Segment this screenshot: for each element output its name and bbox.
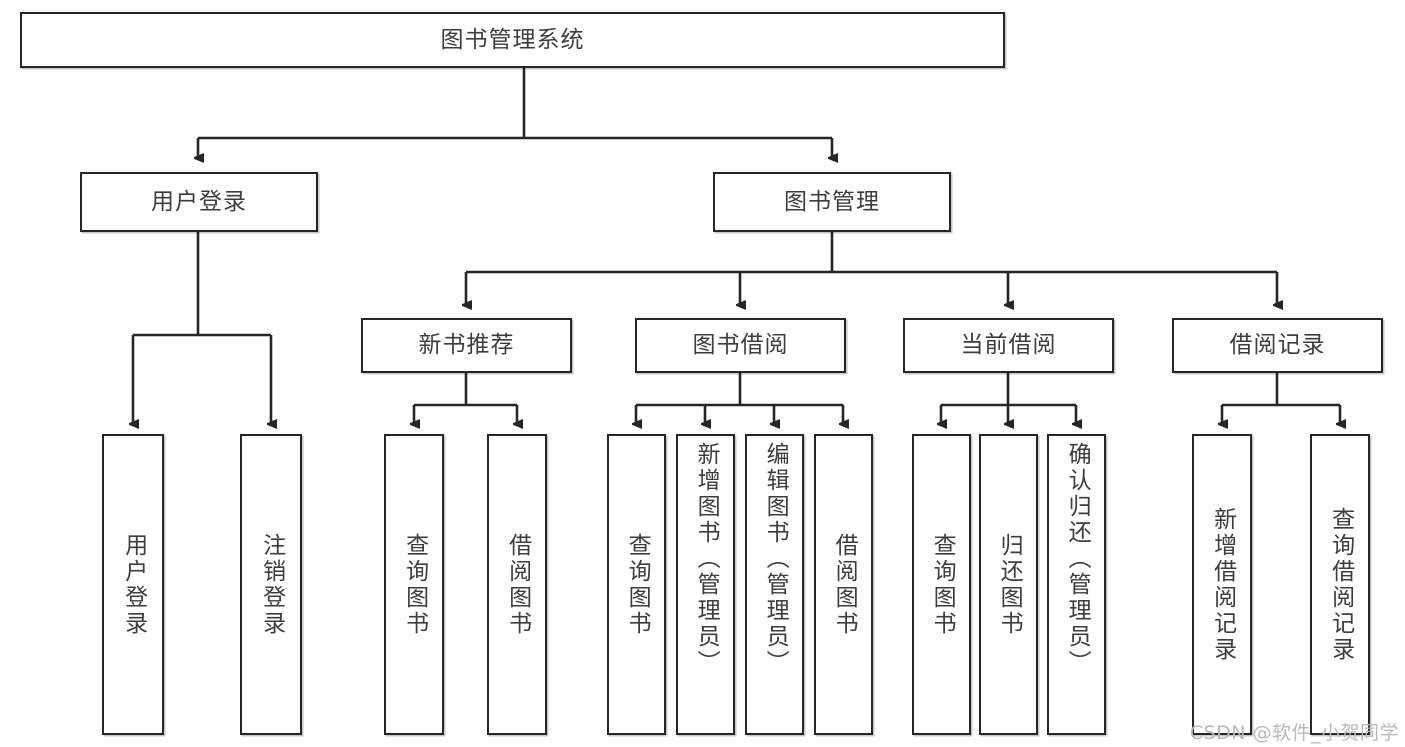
node-leaf-query-book-recommend[interactable]: 查询图书 [384,434,444,735]
node-user-login[interactable]: 用户登录 [80,172,318,232]
node-label: 当前借阅 [960,332,1057,359]
vertical-text-wrap: 借阅图书 [830,436,857,733]
node-leaf-query-book-borrow[interactable]: 查询图书 [607,434,666,735]
vertical-text-wrap: 新增借阅记录 [1208,436,1236,733]
node-label: 查询图书 [929,532,956,637]
vertical-text-wrap: 注销登录 [257,436,285,733]
vertical-text-wrap: 查询借阅记录 [1326,436,1354,733]
node-label: 用户登录 [120,532,147,637]
node-leaf-user-login[interactable]: 用户登录 [102,434,164,735]
vertical-text-wrap: 借阅图书 [503,436,531,733]
node-label: 查询借阅记录 [1327,506,1354,663]
node-leaf-return-book[interactable]: 归还图书 [979,434,1038,735]
vertical-text-wrap: 查询图书 [623,436,650,733]
node-label: 图书管理 [784,188,880,215]
node-book-management[interactable]: 图书管理 [713,172,951,232]
node-leaf-borrow-book-borrow[interactable]: 借阅图书 [814,434,873,735]
node-book-borrow[interactable]: 图书借阅 [635,318,846,373]
node-label: 新增借阅记录 [1209,506,1236,663]
node-label: 图书管理系统 [440,26,585,53]
vertical-text-wrap: 编辑图书（管理员） [761,436,788,739]
vertical-text-wrap: 确认归还（管理员） [1063,436,1090,739]
node-leaf-add-book-admin[interactable]: 新增图书（管理员） [676,434,735,735]
node-label: 查询图书 [624,532,651,637]
node-leaf-logout[interactable]: 注销登录 [240,434,302,735]
vertical-text-wrap: 查询图书 [400,436,428,733]
node-leaf-borrow-book-recommend[interactable]: 借阅图书 [487,434,547,735]
vertical-text-wrap: 新增图书（管理员） [692,436,719,739]
node-label: 借阅图书 [504,532,531,637]
node-borrow-record[interactable]: 借阅记录 [1172,318,1383,373]
node-label: 借阅记录 [1229,332,1326,359]
node-label: 新书推荐 [418,332,515,359]
csdn-watermark: CSDN @软件_小贺同学 [1189,722,1399,744]
vertical-text-wrap: 查询图书 [928,436,955,733]
node-label: 用户登录 [151,188,247,215]
vertical-text-wrap: 归还图书 [995,436,1022,733]
node-leaf-query-book-current[interactable]: 查询图书 [912,434,971,735]
node-label: 图书借阅 [692,332,789,359]
node-new-book-recommend[interactable]: 新书推荐 [361,318,572,373]
node-current-borrow[interactable]: 当前借阅 [903,318,1114,373]
node-leaf-edit-book-admin[interactable]: 编辑图书（管理员） [745,434,804,735]
node-label: 注销登录 [258,532,285,637]
node-label: 编辑图书（管理员） [762,442,789,676]
node-label: 归还图书 [996,532,1023,637]
node-label: 新增图书（管理员） [693,442,720,676]
node-leaf-confirm-return-admin[interactable]: 确认归还（管理员） [1047,434,1106,735]
node-leaf-add-borrow-record[interactable]: 新增借阅记录 [1192,434,1252,735]
node-root-book-management-system[interactable]: 图书管理系统 [20,12,1005,68]
vertical-text-wrap: 用户登录 [119,436,147,733]
node-label: 借阅图书 [831,532,858,637]
node-label: 确认归还（管理员） [1064,442,1091,676]
node-leaf-query-borrow-record[interactable]: 查询借阅记录 [1310,434,1370,735]
node-label: 查询图书 [401,532,428,637]
